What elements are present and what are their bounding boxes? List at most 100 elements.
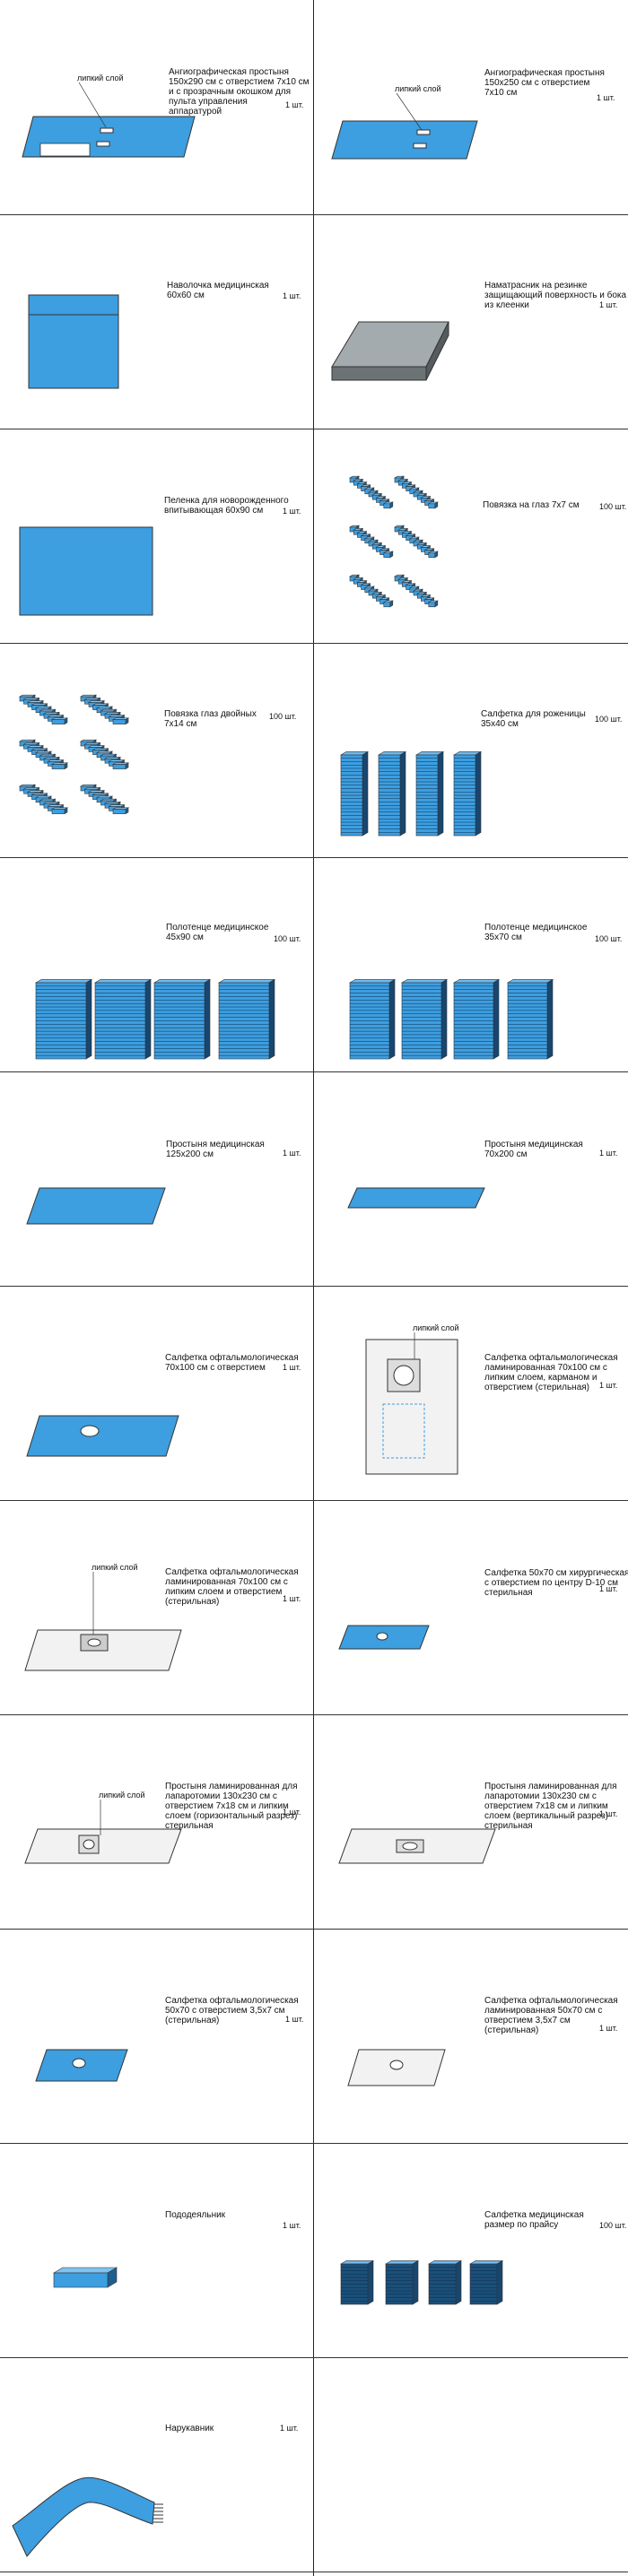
product-quantity: 100 шт. [599, 502, 627, 511]
product-quantity: 1 шт. [283, 1149, 301, 1158]
product-quantity: 1 шт. [599, 1584, 618, 1593]
product-quantity: 1 шт. [280, 2424, 299, 2433]
sheet-icon [347, 1187, 485, 1209]
product-quantity: 1 шт. [599, 2024, 618, 2033]
product-card: Салфетка для роженицы 35x40 см 100 шт. [314, 643, 627, 857]
product-card: Наматрасник на резинке защищающий поверх… [314, 214, 627, 429]
product-card: Повязка на глаз 7x7 см 100 шт. [314, 429, 627, 643]
row-divider [0, 1714, 628, 1715]
callout-label: липкий слой [77, 74, 124, 82]
product-quantity: 1 шт. [283, 291, 301, 300]
row-divider [0, 2357, 628, 2358]
product-title: Повязка на глаз 7x7 см [483, 500, 580, 510]
product-title: Простыня медицинская 125x200 см [166, 1140, 265, 1159]
row-divider [0, 1929, 628, 1930]
product-quantity: 1 шт. [283, 1363, 301, 1372]
product-quantity: 1 шт. [597, 93, 615, 102]
callout-label: липкий слой [395, 84, 441, 93]
product-card: Полотенце медицинское 45x90 см 100 шт. [0, 857, 313, 1071]
product-title: Пододеяльник [165, 2210, 226, 2220]
product-title: Повязка глаз двойных 7x14 см [164, 709, 257, 729]
product-quantity: 1 шт. [283, 2221, 301, 2230]
laparotomy-sheet-vertical-icon [338, 1828, 496, 1864]
product-title: Салфетка офтальмологическая ламинированн… [484, 1996, 618, 2035]
product-card: Пеленка для новорожденного впитывающая 6… [0, 429, 313, 643]
sleeve-icon [12, 2476, 163, 2557]
product-title: Наволочка медицинская 60x60 см [167, 281, 269, 300]
row-divider [0, 2143, 628, 2144]
product-card: Салфетка 50x70 см хирургическая с отверс… [314, 1500, 628, 1714]
product-card: Пододеяльник 1 шт. [0, 2143, 313, 2357]
product-quantity: 100 шт. [595, 715, 623, 724]
product-title: Салфетка медицинская размер по прайсу [484, 2210, 584, 2230]
product-card: Повязка глаз двойных 7x14 см 100 шт. [0, 643, 313, 857]
row-divider [0, 1500, 628, 1501]
surgical-napkin-hole-icon [338, 1625, 430, 1650]
product-title: Полотенце медицинское 45x90 см [166, 923, 269, 942]
product-title: Салфетка офтальмологическая ламинированн… [165, 1567, 299, 1607]
product-card: Простыня медицинская 125x200 см 1 шт. [0, 1071, 313, 1286]
napkin-stack-dark-icon [339, 2259, 504, 2305]
product-card: липкий слой Ангиографическая простыня 150… [0, 0, 313, 214]
product-title: Салфетка офтальмологическая ламинированн… [484, 1353, 618, 1392]
product-title: Пеленка для новорожденного впитывающая 6… [164, 496, 289, 516]
angio-sheet-window-icon: липкий слой [22, 74, 196, 158]
product-title: Салфетка офтальмологическая 50x70 с отве… [165, 1996, 299, 2025]
product-card: Салфетка медицинская размер по прайсу 100… [314, 2143, 627, 2357]
mattress-cover-icon [331, 321, 449, 381]
product-quantity: 1 шт. [285, 2015, 304, 2024]
row-divider [0, 1071, 628, 1072]
product-title: Наматрасник на резинке защищающий поверх… [484, 281, 627, 310]
product-title: Салфетка для роженицы 35x40 см [481, 709, 586, 729]
row-divider [0, 214, 628, 215]
product-quantity: 1 шт. [599, 1381, 618, 1390]
duvet-cover-icon [52, 2267, 118, 2288]
product-quantity: 1 шт. [599, 300, 618, 309]
product-title: Нарукавник [165, 2424, 214, 2433]
product-card: Нарукавник 1 шт. [0, 2357, 313, 2572]
product-quantity: 1 шт. [599, 1809, 618, 1818]
laparotomy-sheet-horizontal-icon: липкий слой [24, 1791, 182, 1864]
product-quantity: 100 шт. [269, 712, 297, 721]
row-divider [0, 1286, 628, 1287]
product-title: Простыня ламинированная для лапаротомии … [165, 1782, 298, 1831]
product-card: липкий слой Простыня ламинированная для л… [0, 1714, 313, 1929]
product-title: Простыня медицинская 70x200 см [484, 1140, 583, 1159]
product-quantity: 1 шт. [283, 507, 301, 516]
product-card: Салфетка офтальмологическая 50x70 с отве… [0, 1929, 313, 2143]
ophthalmic-napkin-blue-icon [35, 2049, 128, 2082]
ophthalmic-drape-adhesive-icon: липкий слой [24, 1563, 182, 1671]
pillowcase-icon [28, 294, 119, 389]
double-eye-patch-stack-icon [18, 694, 130, 815]
product-card: Простыня ламинированная для лапаротомии … [314, 1714, 627, 1929]
product-quantity: 1 шт. [285, 100, 304, 109]
towel-stack-icon [34, 978, 276, 1060]
product-title: Салфетка 50x70 см хирургическая с отверс… [484, 1568, 628, 1598]
callout-label: липкий слой [413, 1323, 459, 1332]
product-title: Простыня ламинированная для лапаротомии … [484, 1782, 617, 1831]
row-divider [0, 643, 628, 644]
product-quantity: 1 шт. [283, 1808, 301, 1817]
ophthalmic-napkin-laminated-icon [347, 2049, 446, 2086]
towel-stack-icon [348, 978, 554, 1060]
product-quantity: 1 шт. [599, 1149, 618, 1158]
eye-patch-stack-icon [348, 475, 439, 608]
sheet-icon [26, 1187, 166, 1225]
column-divider [313, 0, 314, 2576]
callout-label: липкий слой [99, 1791, 145, 1800]
ophthalmic-drape-hole-icon [26, 1415, 179, 1457]
product-card: Салфетка офтальмологическая ламинированн… [314, 1929, 627, 2143]
product-card: липкий слой Ангиографическая простыня 150… [314, 0, 627, 214]
product-quantity: 1 шт. [283, 1594, 301, 1603]
product-quantity: 100 шт. [595, 934, 623, 943]
product-title: Салфетка офтальмологическая 70x100 см с … [165, 1353, 299, 1373]
product-title: Полотенце медицинское 35x70 см [484, 923, 588, 942]
product-title: Ангиографическая простыня 150x250 см с о… [484, 68, 605, 98]
product-title: Ангиографическая простыня 150x290 см с о… [169, 67, 310, 117]
product-quantity: 100 шт. [274, 934, 301, 943]
angio-sheet-icon: липкий слой [331, 84, 478, 160]
product-quantity: 100 шт. [599, 2221, 627, 2230]
product-card: Салфетка офтальмологическая 70x100 см с … [0, 1286, 313, 1500]
